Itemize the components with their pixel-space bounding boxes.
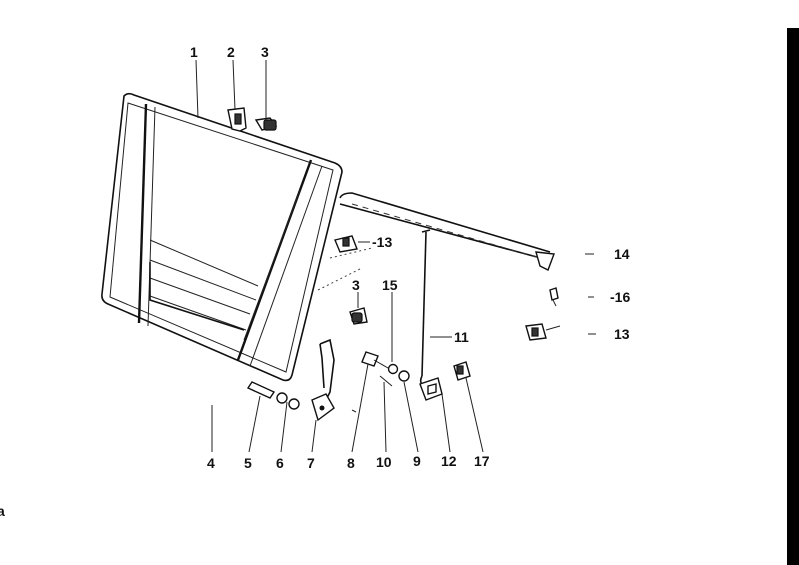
callout-1: 1 — [190, 44, 198, 60]
callout-14: 14 — [614, 246, 630, 262]
margin-mark: a — [0, 503, 5, 519]
washer-part-15 — [387, 363, 399, 375]
clip-part-13-upper — [334, 235, 358, 253]
callout-5: 5 — [244, 455, 252, 471]
buffer-part-17 — [453, 361, 471, 381]
page-edge-bar — [787, 28, 799, 565]
callout-2: 2 — [227, 44, 235, 60]
bolt-part-3-top — [254, 117, 278, 131]
hinge-part-2 — [227, 107, 247, 132]
callout-6: 6 — [276, 455, 284, 471]
callout-10: 10 — [376, 454, 392, 470]
callout-7: 7 — [307, 455, 315, 471]
callout-13-right: 13 — [614, 326, 630, 342]
callout-16: -16 — [610, 289, 630, 305]
clip-part-13-right — [525, 323, 561, 341]
callout-17: 17 — [474, 453, 490, 469]
callout-13-upper: -13 — [372, 234, 392, 250]
callout-15: 15 — [382, 277, 398, 293]
nut-part-9 — [398, 370, 410, 382]
callout-3-lower: 3 — [352, 277, 360, 293]
callout-11: 11 — [454, 329, 469, 345]
callout-labels: 1 2 3 -13 14 3 15 -16 11 13 4 5 6 7 8 10… — [190, 44, 630, 471]
screw-part-8 — [361, 351, 389, 369]
catch-part-12 — [419, 377, 443, 401]
rod-part-11 — [419, 229, 431, 387]
callout-12: 12 — [441, 453, 457, 469]
arm-part-7 — [311, 338, 335, 422]
screw-part-5 — [246, 381, 276, 399]
washer-part-6 — [276, 392, 300, 410]
pin-part-16 — [549, 287, 559, 307]
rod-part-14 — [339, 192, 555, 271]
panel-part-1 — [101, 92, 343, 382]
leader-lines — [195, 59, 596, 453]
callout-8: 8 — [347, 455, 355, 471]
callout-3-top: 3 — [261, 44, 269, 60]
callout-4: 4 — [207, 455, 215, 471]
bolt-part-3-lower — [349, 307, 368, 325]
callout-9: 9 — [413, 453, 421, 469]
